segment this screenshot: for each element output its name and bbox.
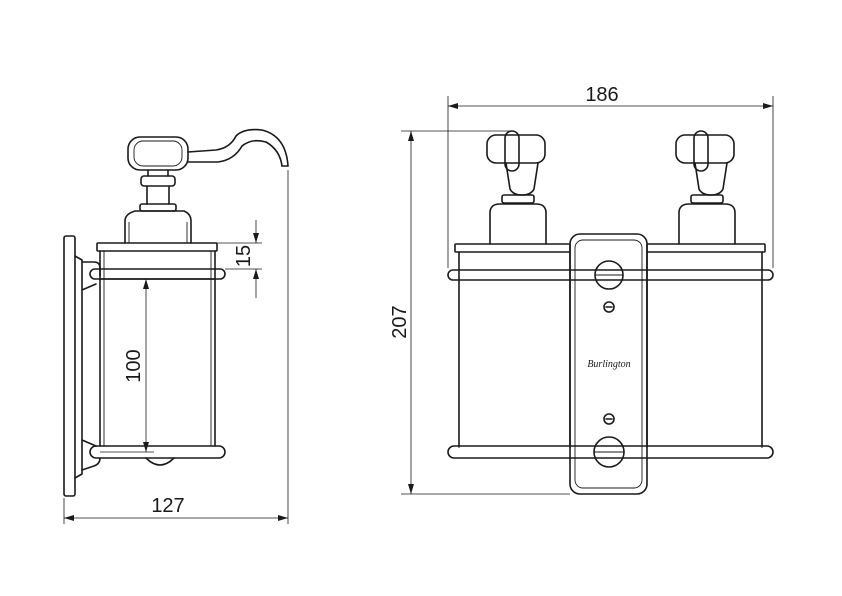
side-body-height-label: 100 <box>123 349 145 382</box>
side-view: 127 15 100 <box>63 128 289 524</box>
side-lower-bracket <box>81 439 226 471</box>
side-glass-container <box>96 242 218 447</box>
front-back-plate: Burlington <box>569 233 648 495</box>
side-pump-head <box>127 128 289 171</box>
side-wall-plate <box>63 235 83 497</box>
front-view: Burlington 186 <box>389 84 774 495</box>
side-upper-bracket <box>81 261 226 291</box>
side-small-height-label: 15 <box>233 245 255 267</box>
front-right-bottle <box>646 130 766 448</box>
front-upper-rail <box>447 260 774 290</box>
dimension-front-width: 186 <box>447 84 774 268</box>
front-width-label: 186 <box>585 84 618 106</box>
dimension-side-small-height: 15 <box>191 220 262 298</box>
side-pump-collar <box>124 169 192 244</box>
side-width-label: 127 <box>151 495 184 517</box>
dimension-front-height: 207 <box>389 130 570 495</box>
front-height-label: 207 <box>389 305 411 338</box>
front-lower-rail <box>447 436 774 468</box>
front-left-bottle <box>454 130 571 448</box>
dimension-side-width: 127 <box>63 170 289 524</box>
brand-logo-text: Burlington <box>587 359 630 370</box>
dimension-side-body-height: 100 <box>100 278 154 453</box>
